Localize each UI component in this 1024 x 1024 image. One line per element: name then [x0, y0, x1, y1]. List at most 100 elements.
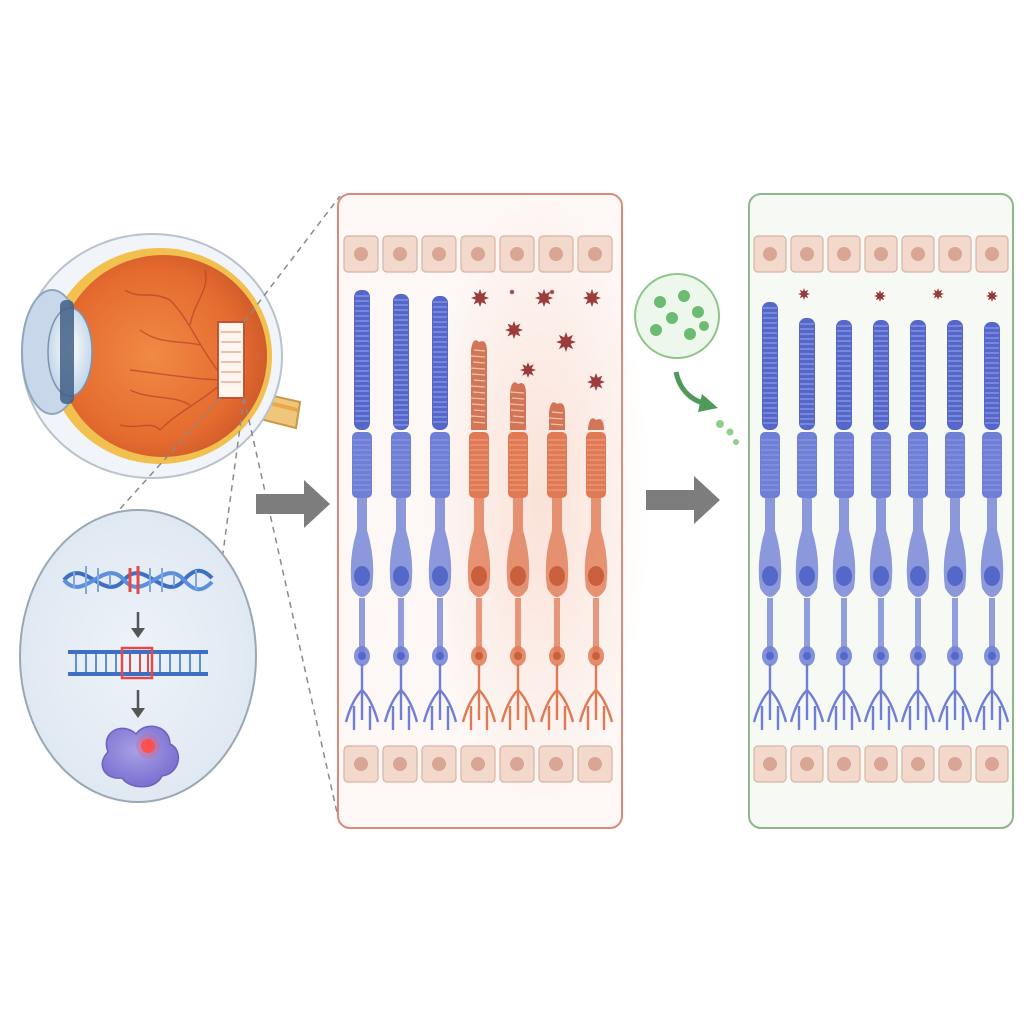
rpe-nucleus: [874, 247, 888, 261]
toxic-particle: [587, 373, 605, 391]
axon: [915, 598, 921, 658]
toxic-particle: [556, 332, 576, 352]
degenerating-photoreceptor: [578, 418, 614, 730]
rpe-nucleus: [549, 757, 563, 771]
nucleus: [873, 566, 889, 586]
dendrites: [900, 664, 936, 730]
nucleus: [910, 566, 926, 586]
outer-segment: [873, 320, 889, 430]
nucleus: [762, 566, 778, 586]
mrna-strand-icon: [68, 646, 208, 680]
retina-region-highlight: [217, 321, 245, 399]
axon: [476, 598, 482, 658]
dendrites: [789, 664, 825, 730]
toxic-particle: [874, 290, 886, 302]
process-arrow-2: [646, 476, 720, 524]
healthy-photoreceptor: [974, 322, 1010, 730]
degenerating-photoreceptor: [539, 402, 575, 730]
nucleus: [432, 566, 448, 586]
rpe-nucleus: [432, 757, 446, 771]
degenerating-retina-panel: [337, 193, 650, 829]
axon: [398, 598, 404, 658]
healthy-photoreceptor: [900, 320, 936, 730]
rpe-nucleus: [837, 757, 851, 771]
toxic-particle: [471, 289, 489, 307]
axon: [515, 598, 521, 658]
dendrites: [422, 664, 458, 730]
axon: [804, 598, 810, 658]
rpe-nucleus: [763, 757, 777, 771]
rpe-nucleus: [911, 757, 925, 771]
rpe-row-bottom: [343, 745, 613, 783]
rpe-nucleus: [800, 247, 814, 261]
healthy-photoreceptor: [422, 296, 458, 730]
dendrites: [974, 664, 1010, 730]
toxic-particle: [520, 362, 536, 378]
outer-segment: [947, 320, 963, 430]
down-arrow-icon: [131, 690, 145, 718]
outer-segment: [393, 294, 409, 430]
axon: [878, 598, 884, 658]
rpe-nucleus: [432, 247, 446, 261]
toxic-particle: [986, 290, 998, 302]
dendrites: [461, 664, 497, 730]
outer-segment: [762, 302, 778, 430]
nucleus: [354, 566, 370, 586]
rpe-nucleus: [471, 757, 485, 771]
rpe-nucleus: [985, 247, 999, 261]
nucleus: [836, 566, 852, 586]
toxic-particle: [505, 321, 523, 339]
rpe-nucleus: [471, 247, 485, 261]
nucleus: [471, 566, 487, 586]
nucleus: [947, 566, 963, 586]
rpe-nucleus: [510, 757, 524, 771]
axon: [989, 598, 995, 658]
outer-segment: [354, 290, 370, 430]
nucleus: [393, 566, 409, 586]
axon: [952, 598, 958, 658]
rpe-nucleus: [800, 757, 814, 771]
outer-segment: [910, 320, 926, 430]
process-arrow-1: [256, 480, 330, 528]
iris: [60, 300, 74, 404]
dendrites: [578, 664, 614, 730]
rpe-nucleus: [588, 757, 602, 771]
healthy-photoreceptor: [937, 320, 973, 730]
rpe-nucleus: [948, 247, 962, 261]
dendrites: [752, 664, 788, 730]
dendrites: [863, 664, 899, 730]
dna-helix-icon: [62, 566, 214, 594]
axon: [359, 598, 365, 658]
outer-segment: [510, 382, 526, 430]
toxic-particle: [535, 289, 553, 307]
outer-segment: [588, 418, 604, 430]
toxic-particles: [471, 288, 998, 391]
rpe-nucleus: [837, 247, 851, 261]
rpe-nucleus: [911, 247, 925, 261]
eye-illustration: [21, 233, 302, 479]
toxic-particle: [549, 289, 555, 295]
toxic-particle: [583, 289, 601, 307]
rpe-nucleus: [354, 757, 368, 771]
rpe-nucleus: [763, 247, 777, 261]
healthy-photoreceptor: [383, 294, 419, 730]
dendrites: [344, 664, 380, 730]
gene-therapy-vector: [634, 273, 739, 445]
healthy-photoreceptor: [752, 302, 788, 730]
nucleus: [984, 566, 1000, 586]
healthy-photoreceptor: [789, 318, 825, 730]
axon: [437, 598, 443, 658]
rpe-row-top: [753, 235, 1009, 273]
down-arrow-icon: [131, 612, 145, 638]
rpe-row-top: [343, 235, 613, 273]
photoreceptor-layer: [343, 235, 1010, 783]
healthy-photoreceptor: [344, 290, 380, 730]
nucleus: [799, 566, 815, 586]
healthy-photoreceptor: [826, 320, 862, 730]
rpe-nucleus: [588, 247, 602, 261]
axon: [841, 598, 847, 658]
misfolded-protein-icon: [101, 725, 180, 788]
rpe-row-bottom: [753, 745, 1009, 783]
outer-segment: [432, 296, 448, 430]
